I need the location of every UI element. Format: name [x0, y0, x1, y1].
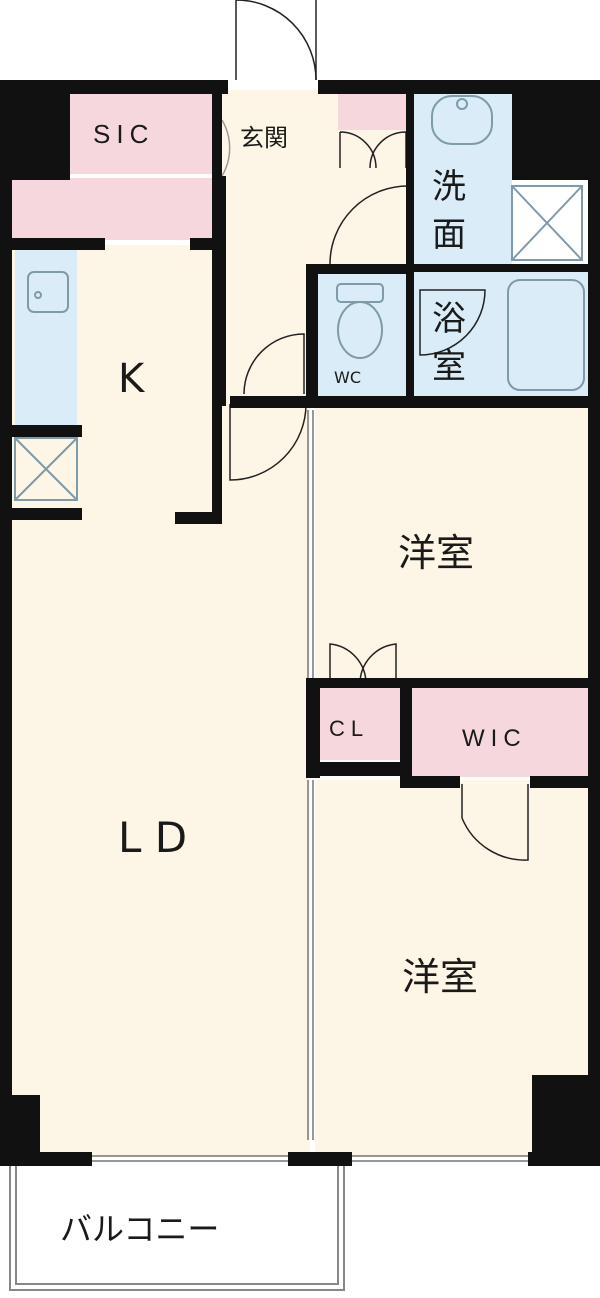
faucet-icon	[456, 98, 468, 110]
kitchen-sink-icon	[27, 271, 69, 313]
wall-wet-mid	[406, 264, 596, 272]
bath-label-1: 浴	[432, 299, 466, 339]
wall-right	[588, 80, 600, 1166]
bath-door-icon	[419, 289, 486, 356]
balcony-floor	[10, 1165, 342, 1290]
wall-counter-end	[10, 425, 82, 437]
room-labels: SIC 玄関 洗 面 浴 室 WC K L D 洋室 洋室 CL WIC バルコ…	[60, 119, 527, 1248]
bedroom-2-label: 洋室	[402, 955, 478, 999]
wall-kitchen-top	[10, 238, 105, 250]
wic-label: WIC	[462, 725, 527, 752]
wall-wic-bottom-b	[530, 776, 600, 788]
balcony-inner-rail	[15, 1166, 339, 1285]
sink-basin-icon	[431, 95, 493, 145]
ld-door-icon	[229, 403, 307, 481]
wic-room	[412, 687, 590, 777]
wall-fridge-end	[10, 508, 82, 520]
washroom-label-2: 面	[432, 215, 466, 255]
washroom-label-1: 洗	[432, 167, 466, 207]
washer-pan-icon	[511, 185, 583, 261]
toilet-bowl-icon	[337, 301, 383, 359]
bathtub-icon	[507, 279, 585, 391]
kitchen-counter	[15, 250, 77, 425]
wall-bedroom-divider	[306, 678, 600, 688]
closet-door-icon	[329, 643, 397, 685]
kitchen-drain-icon	[34, 291, 42, 299]
wc-label: WC	[334, 368, 361, 387]
ld-label: L D	[118, 813, 187, 862]
hall-storage	[338, 92, 406, 130]
washroom-door-icon	[329, 185, 409, 265]
wall-kitchen-right	[212, 92, 222, 524]
wall-hall-left	[218, 176, 226, 406]
closet-room	[320, 687, 400, 760]
balcony-label: バルコニー	[60, 1210, 219, 1248]
wc-floor	[318, 272, 406, 398]
genkan-floor	[222, 92, 340, 180]
column-top-right	[512, 80, 600, 180]
wall-closet-bottom	[306, 762, 410, 776]
walls	[0, 80, 600, 1166]
wall-wic-bottom	[400, 776, 460, 788]
wc-door-icon	[243, 333, 305, 395]
sic-door-icon	[221, 119, 231, 177]
balcony-outline	[9, 1166, 345, 1291]
washer-pan-cross-b	[511, 185, 583, 261]
sic-room	[68, 92, 218, 174]
wall-wet-left	[406, 92, 414, 404]
bedroom-1-label: 洋室	[398, 531, 474, 575]
washroom-floor	[412, 92, 512, 267]
wall-kitchen-stub	[175, 512, 222, 524]
sic-label: SIC	[93, 119, 154, 149]
wall-bottom-mid	[288, 1152, 352, 1166]
closet-label: CL	[329, 716, 369, 741]
doors	[221, 0, 529, 861]
fridge-space-icon	[14, 437, 78, 501]
kitchen-label: K	[118, 356, 146, 402]
wall-wc-left	[306, 264, 318, 408]
column-bottom-left	[0, 1095, 40, 1165]
entrance-door-icon	[235, 0, 317, 81]
column-bottom-right	[532, 1075, 600, 1165]
bath-floor	[412, 270, 590, 398]
wall-row-bottom	[230, 396, 600, 408]
wall-closet-mid	[400, 678, 412, 778]
column-top-left	[0, 80, 70, 180]
wall-closet-left	[306, 678, 320, 778]
bedroom-1-floor	[315, 405, 590, 680]
wall-wc-top	[306, 264, 410, 274]
wall-left	[0, 80, 12, 1166]
bath-label-2: 室	[432, 347, 466, 387]
genkan-label: 玄関	[240, 124, 288, 152]
fixtures	[14, 95, 585, 501]
window-lines	[90, 410, 530, 1162]
balcony-rail	[9, 1166, 345, 1291]
wic-door-icon	[461, 784, 529, 861]
sic-shelf	[10, 178, 218, 240]
fridge-cross-b	[14, 437, 78, 501]
hall-closet-door-icon	[339, 131, 407, 169]
